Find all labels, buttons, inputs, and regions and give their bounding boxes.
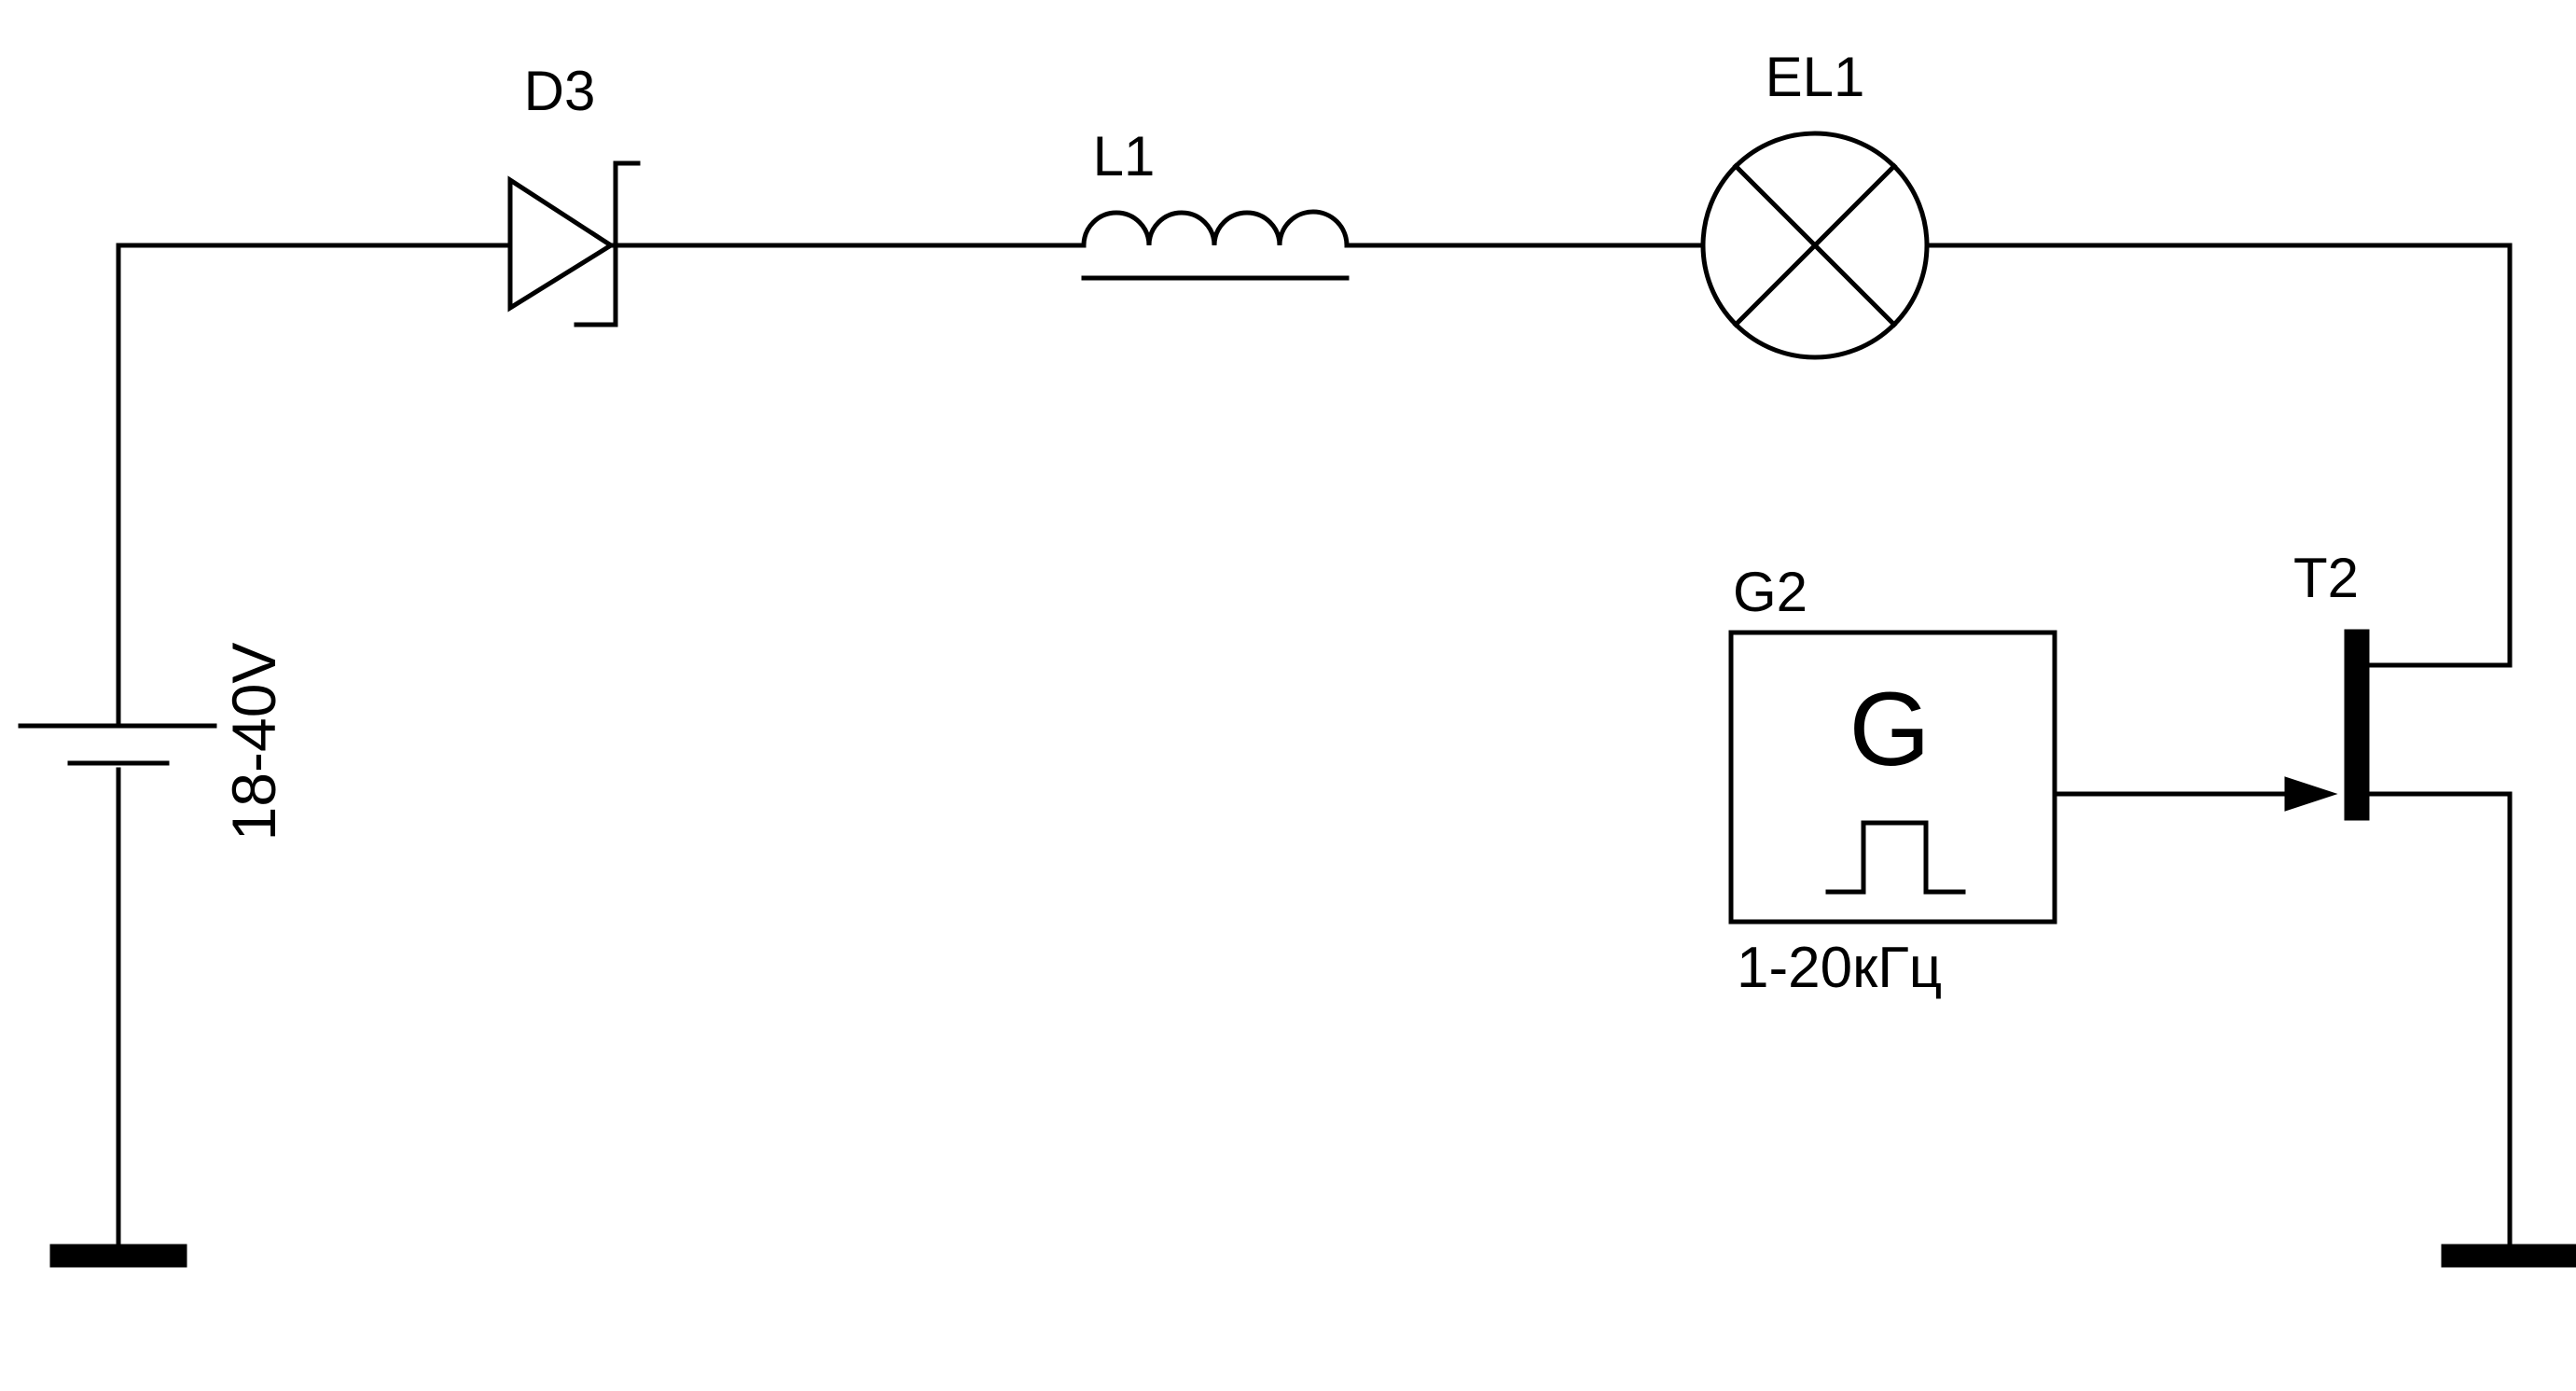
battery: 18-40V bbox=[18, 643, 288, 842]
inductor: L1 bbox=[1081, 125, 1350, 281]
lamp-cross-b bbox=[1732, 162, 1898, 328]
diode-cathode-bar bbox=[574, 160, 641, 327]
lamp-designator: EL1 bbox=[1766, 46, 1865, 108]
wire-emitter-to-ground bbox=[2366, 791, 2513, 1253]
diode-triangle bbox=[507, 175, 616, 313]
base-arrow-icon bbox=[2284, 776, 2338, 812]
diode-designator: D3 bbox=[524, 60, 596, 122]
zener-diode: D3 bbox=[507, 60, 641, 327]
wire-lamp-to-collector bbox=[1924, 243, 2513, 668]
transistor-gate-bar bbox=[2344, 629, 2370, 821]
transistor-designator: T2 bbox=[2293, 547, 2359, 609]
generator-frequency-label: 1-20кГц bbox=[1737, 936, 1942, 1000]
lamp: EL1 bbox=[1700, 46, 1930, 360]
transistor: T2 bbox=[2293, 547, 2370, 821]
inductor-designator: L1 bbox=[1093, 125, 1156, 188]
inductor-coil bbox=[1081, 209, 1350, 248]
wires bbox=[116, 243, 2513, 1253]
generator-designator: G2 bbox=[1733, 561, 1807, 623]
lamp-circle bbox=[1700, 131, 1930, 360]
ground-right-icon bbox=[2441, 1244, 2576, 1268]
generator: G G2 1-20кГц bbox=[1728, 561, 2057, 1000]
battery-voltage-label: 18-40V bbox=[219, 643, 288, 842]
pulse-waveform-icon bbox=[1825, 820, 1966, 895]
wire-battery-to-top bbox=[116, 243, 508, 729]
generator-symbol: G bbox=[1849, 671, 1930, 787]
generator-box bbox=[1728, 630, 2057, 925]
ground-left-icon bbox=[49, 1244, 187, 1268]
